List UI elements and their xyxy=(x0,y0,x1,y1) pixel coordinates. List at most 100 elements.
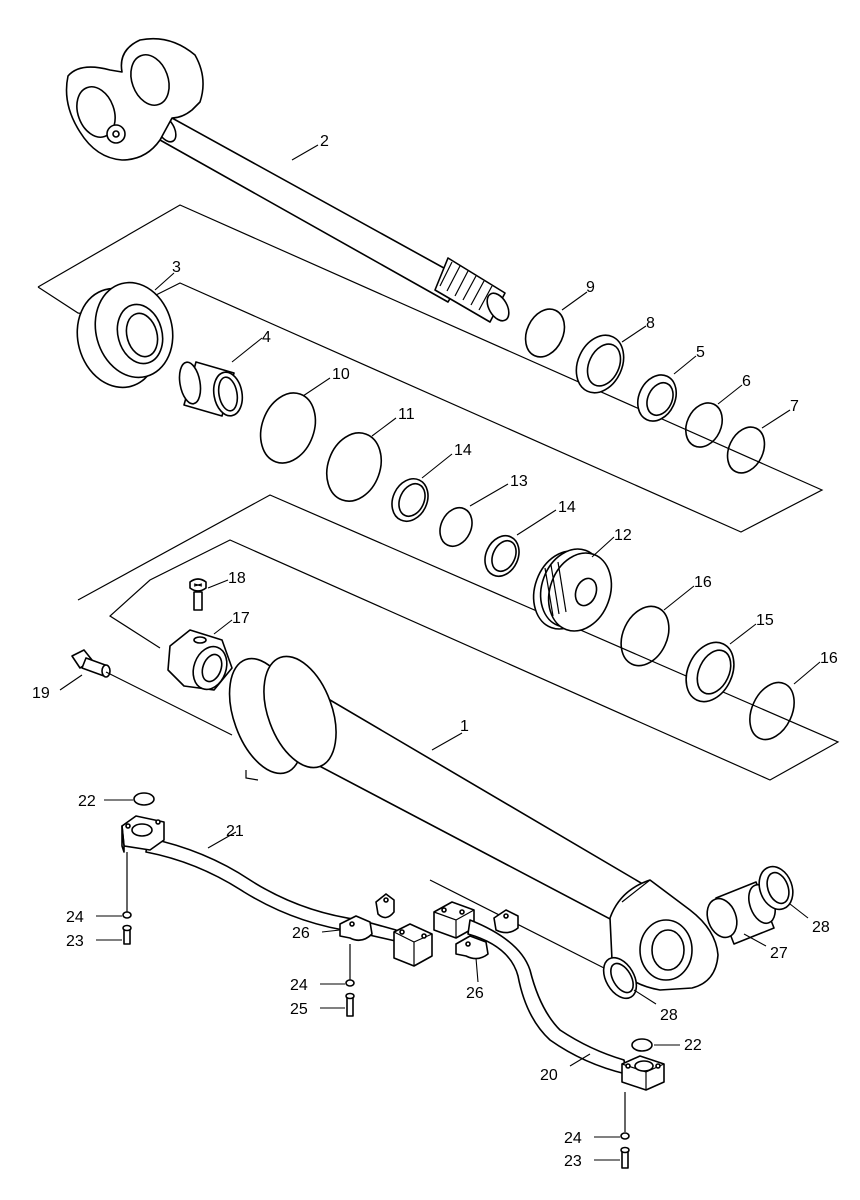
group-boundary-lower xyxy=(77,494,840,781)
part-9-o-ring xyxy=(524,308,566,358)
leader-11 xyxy=(371,417,397,437)
part-20-pipe xyxy=(433,901,665,1091)
part-13-seal-ring xyxy=(439,506,473,548)
label-part-13: 13 xyxy=(510,473,528,490)
label-part-21: 21 xyxy=(226,823,244,840)
label-part-22a: 22 xyxy=(78,793,96,810)
leader-8 xyxy=(621,325,647,343)
leader-7 xyxy=(761,409,791,429)
leader-2 xyxy=(291,144,319,161)
label-part-24a: 24 xyxy=(66,909,84,926)
part-10-o-ring xyxy=(259,392,317,464)
label-part-27: 27 xyxy=(770,945,788,962)
label-part-3: 3 xyxy=(172,259,181,276)
leader-17 xyxy=(213,619,233,635)
part-7-o-ring xyxy=(726,426,766,474)
leader-18 xyxy=(207,579,229,589)
label-part-9: 9 xyxy=(586,279,595,296)
part-26-clamp-b xyxy=(455,935,489,960)
label-part-14b: 14 xyxy=(558,499,576,516)
leader-26a xyxy=(321,929,341,933)
bolt-axis-line xyxy=(105,671,233,736)
label-part-14a: 14 xyxy=(454,442,472,459)
label-part-25: 25 xyxy=(290,1001,308,1018)
part-2-piston-rod xyxy=(65,37,510,323)
part-22-o-ring-b xyxy=(631,1038,653,1052)
leader-26b xyxy=(475,957,479,983)
leader-20 xyxy=(569,1053,591,1067)
label-part-22b: 22 xyxy=(684,1037,702,1054)
label-part-15: 15 xyxy=(756,612,774,629)
leader-28b xyxy=(633,989,657,1005)
label-part-23a: 23 xyxy=(66,933,84,950)
part-26-clamp-a xyxy=(339,915,373,942)
label-part-28a: 28 xyxy=(812,919,830,936)
label-part-16b: 16 xyxy=(820,650,838,667)
part-24-washer-a xyxy=(122,911,132,919)
part-5-rod-seal xyxy=(636,374,678,422)
leader-28a xyxy=(789,903,809,919)
label-part-5: 5 xyxy=(696,344,705,361)
part-22-o-ring-a xyxy=(133,792,155,806)
leader-5 xyxy=(673,355,697,375)
part-6-backup-ring xyxy=(684,402,724,448)
label-part-2: 2 xyxy=(320,133,329,150)
leader-9 xyxy=(561,291,588,311)
leader-1 xyxy=(431,732,463,751)
part-28-dust-seal-b xyxy=(602,956,638,1000)
label-part-6: 6 xyxy=(742,373,751,390)
leader-3 xyxy=(154,272,175,291)
label-part-8: 8 xyxy=(646,315,655,332)
label-part-24c: 24 xyxy=(564,1130,582,1147)
part-16-o-ring-a xyxy=(620,605,670,667)
label-part-23b: 23 xyxy=(564,1153,582,1170)
part-8-dust-seal xyxy=(575,334,625,394)
leader-14a xyxy=(421,453,453,479)
label-part-26b: 26 xyxy=(466,985,484,1002)
part-12-piston xyxy=(532,548,613,632)
leader-14b xyxy=(516,509,557,536)
part-1-cylinder-tube xyxy=(228,655,719,991)
part-21-pipe xyxy=(121,815,433,967)
part-24-washer-b xyxy=(345,979,355,987)
part-11-backup-ring xyxy=(325,432,383,502)
label-part-7: 7 xyxy=(790,398,799,415)
part-18-set-screw xyxy=(189,578,207,611)
leader-16a xyxy=(663,585,695,611)
label-part-20: 20 xyxy=(540,1067,558,1084)
label-part-1: 1 xyxy=(460,718,469,735)
leader-4 xyxy=(231,337,263,363)
part-25-bolt xyxy=(345,992,355,1017)
part-23-bolt-a xyxy=(122,924,132,945)
part-19-bolt xyxy=(71,649,111,678)
part-14-wear-ring-a xyxy=(391,478,429,522)
part-16-o-ring-b xyxy=(749,681,795,741)
part-28-dust-seal-a xyxy=(758,865,794,911)
leader-21 xyxy=(207,831,237,849)
label-part-11: 11 xyxy=(398,406,415,423)
label-part-18: 18 xyxy=(228,570,246,587)
part-14-wear-ring-b xyxy=(484,535,520,577)
part-24-washer-c xyxy=(620,1132,630,1140)
part-17-nut xyxy=(167,629,233,691)
label-part-4: 4 xyxy=(262,329,271,346)
label-part-28b: 28 xyxy=(660,1007,678,1024)
label-part-17: 17 xyxy=(232,610,250,627)
label-part-16a: 16 xyxy=(694,574,712,591)
leader-19 xyxy=(59,674,83,691)
label-part-19: 19 xyxy=(32,685,50,702)
leader-27 xyxy=(743,933,767,947)
part-23-bolt-b xyxy=(620,1146,630,1169)
part-15-backup-ring xyxy=(685,641,735,703)
part-4-bushing xyxy=(178,361,244,417)
part-3-rod-cover xyxy=(76,281,174,389)
label-part-24b: 24 xyxy=(290,977,308,994)
label-part-12: 12 xyxy=(614,527,632,544)
leader-12 xyxy=(591,536,615,558)
leader-13 xyxy=(469,483,509,507)
label-part-26a: 26 xyxy=(292,925,310,942)
label-part-10: 10 xyxy=(332,366,350,383)
leader-16b xyxy=(793,661,821,685)
leader-6 xyxy=(717,384,743,405)
